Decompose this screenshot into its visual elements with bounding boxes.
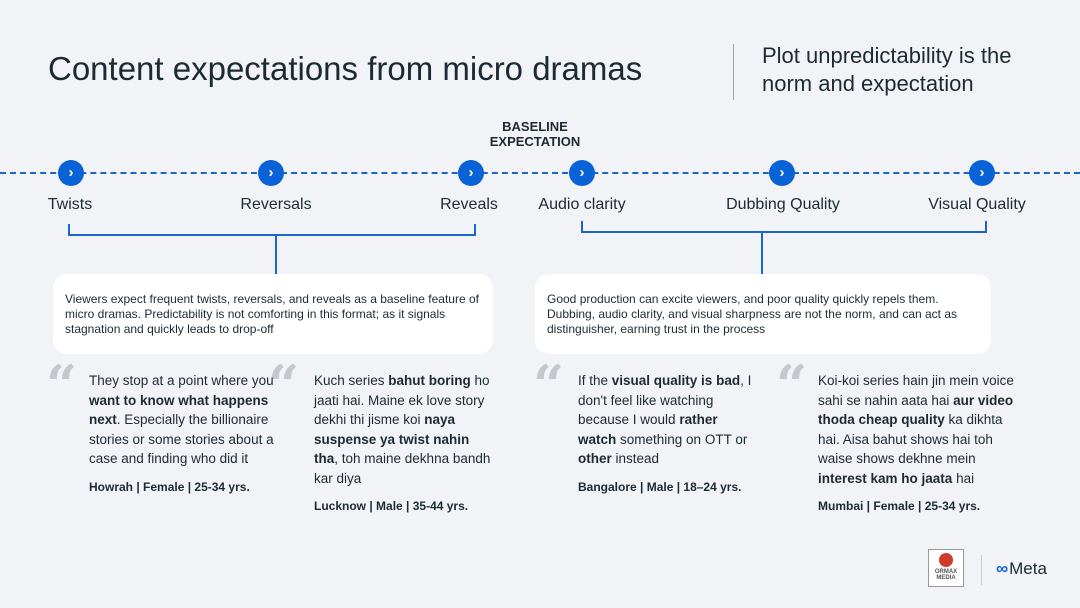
chevron-right-icon: › [569,160,595,186]
timeline-label-reveals: Reveals [440,196,498,213]
quote-text: They stop at a point where you [89,373,274,388]
quote-text: , toh maine dekhna bandh kar diya [314,451,491,486]
quote-icon: “ [268,353,300,417]
quote-attribution: Mumbai | Female | 25-34 yrs. [818,499,981,513]
page-title: Content expectations from micro dramas [48,50,643,87]
quote-attribution: Bangalore | Male | 18–24 yrs. [578,479,742,494]
chevron-right-icon: › [258,160,284,186]
quote-2: Kuch series bahut boring ho jaati hai. M… [314,371,494,517]
meta-infinity-icon: ∞ [996,559,1009,578]
quote-text: instead [611,451,660,466]
left-bracket [68,224,476,236]
quote-icon: “ [776,353,808,417]
left-summary-box: Viewers expect frequent twists, reversal… [53,274,493,354]
quote-1: They stop at a point where you want to k… [89,371,284,497]
quote-emphasis: interest kam ho jaata [818,470,953,486]
right-bracket [581,221,987,233]
quote-text: ho jaati hai. Maine ek love story dekhi … [314,373,490,427]
quote-attribution: Lucknow | Male | 35-44 yrs. [314,499,469,513]
chevron-right-icon: › [58,160,84,186]
quote-4: Koi-koi series hain jin mein voice sahi … [818,371,1018,517]
quote-text: , I don't feel like watching because I w… [578,373,752,427]
left-bracket-stem [275,236,277,274]
baseline-expectation-label: BASELINE EXPECTATION [489,119,581,149]
ormax-logo-text: ORMAX MEDIA [934,569,958,581]
ormax-media-logo: ORMAX MEDIA [928,549,964,587]
meta-logo-text: Meta [1009,559,1047,578]
timeline-label-twists: Twists [47,196,93,213]
quote-3: If the visual quality is bad, I don't fe… [578,371,753,497]
timeline-label-reversals: Reversals [240,196,312,213]
quote-emphasis: rather watch [578,412,718,447]
quote-icon: “ [46,353,78,417]
quote-text: . Especially the billionaire stories or … [89,412,274,466]
quote-emphasis: visual quality is bad [611,373,741,388]
quote-text: something on OTT or [616,431,748,447]
logo-divider [981,555,982,585]
quote-text: Kuch series [314,373,389,388]
quote-emphasis: aur video thoda cheap quality [818,392,1014,428]
chevron-right-icon: › [769,160,795,186]
timeline-label-audio-clarity: Audio clarity [538,196,626,213]
timeline-dashed-line [0,172,1080,174]
meta-logo: ∞Meta [996,559,1047,579]
quote-emphasis: naya suspense ya twist nahin tha [314,412,470,466]
chevron-right-icon: › [458,160,484,186]
quote-icon: “ [533,353,565,417]
quote-emphasis: other [578,451,612,466]
chevron-right-icon: › [969,160,995,186]
header-divider [733,44,734,100]
quote-emphasis: bahut boring [388,373,471,388]
timeline-label-dubbing-quality: Dubbing Quality [726,196,840,213]
page-subtitle: Plot unpredictability is the norm and ex… [762,43,1012,96]
right-summary-box: Good production can excite viewers, and … [535,274,991,354]
quote-text: hai [952,470,975,486]
quote-attribution: Howrah | Female | 25-34 yrs. [89,479,250,494]
quote-text: If the [578,373,612,388]
quote-text: ka dikhta hai. Aisa bahut shows hai toh … [818,412,1003,466]
timeline-label-visual-quality: Visual Quality [928,196,1026,213]
quote-emphasis: want to know what happens next [89,392,269,428]
quote-text: Koi-koi series hain jin mein voice sahi … [818,373,1014,408]
right-bracket-stem [761,233,763,274]
